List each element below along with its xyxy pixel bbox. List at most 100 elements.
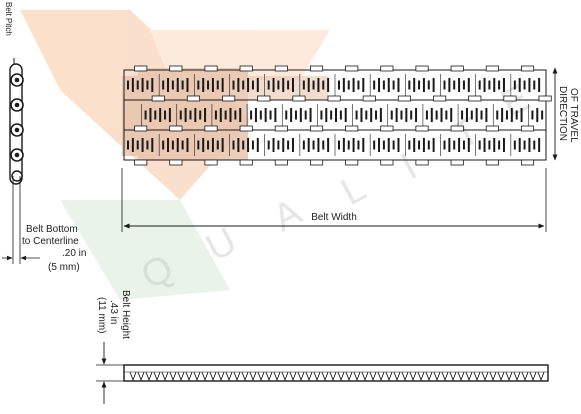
belt-knuckle (327, 95, 341, 102)
belt-slot (237, 78, 240, 92)
belt-bottom-label-1: Belt Bottom (26, 224, 78, 235)
belt-slot (146, 80, 149, 90)
belt-slot (533, 80, 536, 90)
side-tooth (497, 371, 505, 382)
belt-knuckle (485, 65, 499, 72)
belt-slot (347, 80, 350, 90)
belt-slot (445, 110, 448, 120)
belt-slot (181, 140, 184, 150)
side-tooth (321, 371, 329, 382)
belt-slot (159, 108, 162, 122)
belt-slot (274, 108, 277, 122)
belt-slot (357, 80, 360, 90)
side-tooth (457, 371, 465, 382)
belt-slot (197, 140, 200, 150)
belt-slot (467, 78, 470, 92)
belt-slot (171, 80, 174, 90)
belt-slot (317, 138, 320, 152)
belt-slot (207, 140, 210, 150)
belt-slot (264, 108, 267, 122)
belt-slot (528, 138, 531, 152)
side-tooth (473, 371, 481, 382)
belt-slot (483, 78, 486, 92)
belt-knuckle (520, 65, 535, 72)
belt-slot (136, 140, 139, 150)
belt-slot (307, 78, 310, 92)
side-tooth (289, 371, 297, 382)
side-tooth (377, 371, 385, 382)
belt-knuckle (380, 159, 394, 166)
belt-slot (214, 110, 217, 120)
belt-slot (242, 140, 245, 150)
side-tooth (249, 371, 257, 382)
belt-slot (287, 80, 290, 90)
belt-slot (204, 108, 207, 122)
belt-slot (373, 140, 376, 150)
belt-slot (282, 78, 285, 92)
side-tooth (169, 371, 177, 382)
direction-label-2: OF TRAVEL (568, 88, 579, 143)
side-tooth (297, 371, 305, 382)
belt-knuckle (415, 65, 429, 72)
belt-width-dimension: Belt Width (121, 168, 547, 232)
belt-slot (392, 140, 395, 150)
belt-slot (410, 110, 413, 120)
belt-slot (259, 110, 262, 120)
belt-slot (392, 80, 395, 90)
belt-slot (146, 140, 149, 150)
belt-knuckle (450, 125, 464, 132)
belt-slot (330, 110, 333, 120)
belt-slot (216, 140, 219, 150)
belt-slot (379, 108, 382, 122)
belt-slot (483, 138, 486, 152)
belt-slot (538, 138, 541, 152)
belt-knuckle (274, 65, 288, 72)
belt-slot (127, 140, 129, 150)
belt-slot (387, 138, 390, 152)
side-tooth (449, 371, 457, 382)
belt-slot (325, 108, 328, 122)
side-tooth (241, 371, 249, 382)
belt-slot (357, 140, 360, 150)
belt-slot (502, 78, 505, 92)
belt-side-view (123, 364, 549, 382)
belt-slot (432, 138, 435, 152)
belt-slot (342, 78, 345, 92)
belt-slot (342, 138, 345, 152)
belt-slot (320, 110, 323, 120)
belt-knuckle (520, 125, 535, 132)
belt-knuckle (362, 95, 376, 102)
side-tooth (161, 371, 169, 382)
belt-slot (523, 140, 526, 150)
belt-slot (382, 140, 385, 150)
belt-slot (533, 140, 536, 150)
belt-slot (338, 140, 340, 150)
belt-slot (312, 80, 315, 90)
side-tooth (329, 371, 337, 382)
belt-knuckle (274, 125, 288, 132)
direction-of-travel: DIRECTION OF TRAVEL (552, 67, 579, 161)
side-tooth (465, 371, 473, 382)
belt-knuckle (345, 125, 359, 132)
belt-slot (176, 78, 179, 92)
belt-slot (237, 138, 240, 152)
belt-height-value-in: .43 in (108, 300, 119, 324)
belt-slot (312, 140, 315, 150)
belt-slot (335, 108, 337, 122)
belt-slot (186, 138, 189, 152)
belt-knuckle (309, 159, 324, 166)
belt-slot (269, 110, 272, 120)
belt-slot (453, 140, 456, 150)
belt-knuckle (450, 65, 464, 72)
belt-knuckle (239, 65, 253, 72)
belt-slot (462, 140, 465, 150)
belt-slot (207, 80, 210, 90)
belt-slot (211, 138, 214, 152)
belt-slot (339, 110, 342, 120)
belt-slot (294, 110, 297, 120)
belt-knuckle (151, 95, 165, 102)
belt-knuckle (239, 159, 253, 166)
side-tooth (521, 371, 529, 382)
belt-slot (287, 140, 290, 150)
